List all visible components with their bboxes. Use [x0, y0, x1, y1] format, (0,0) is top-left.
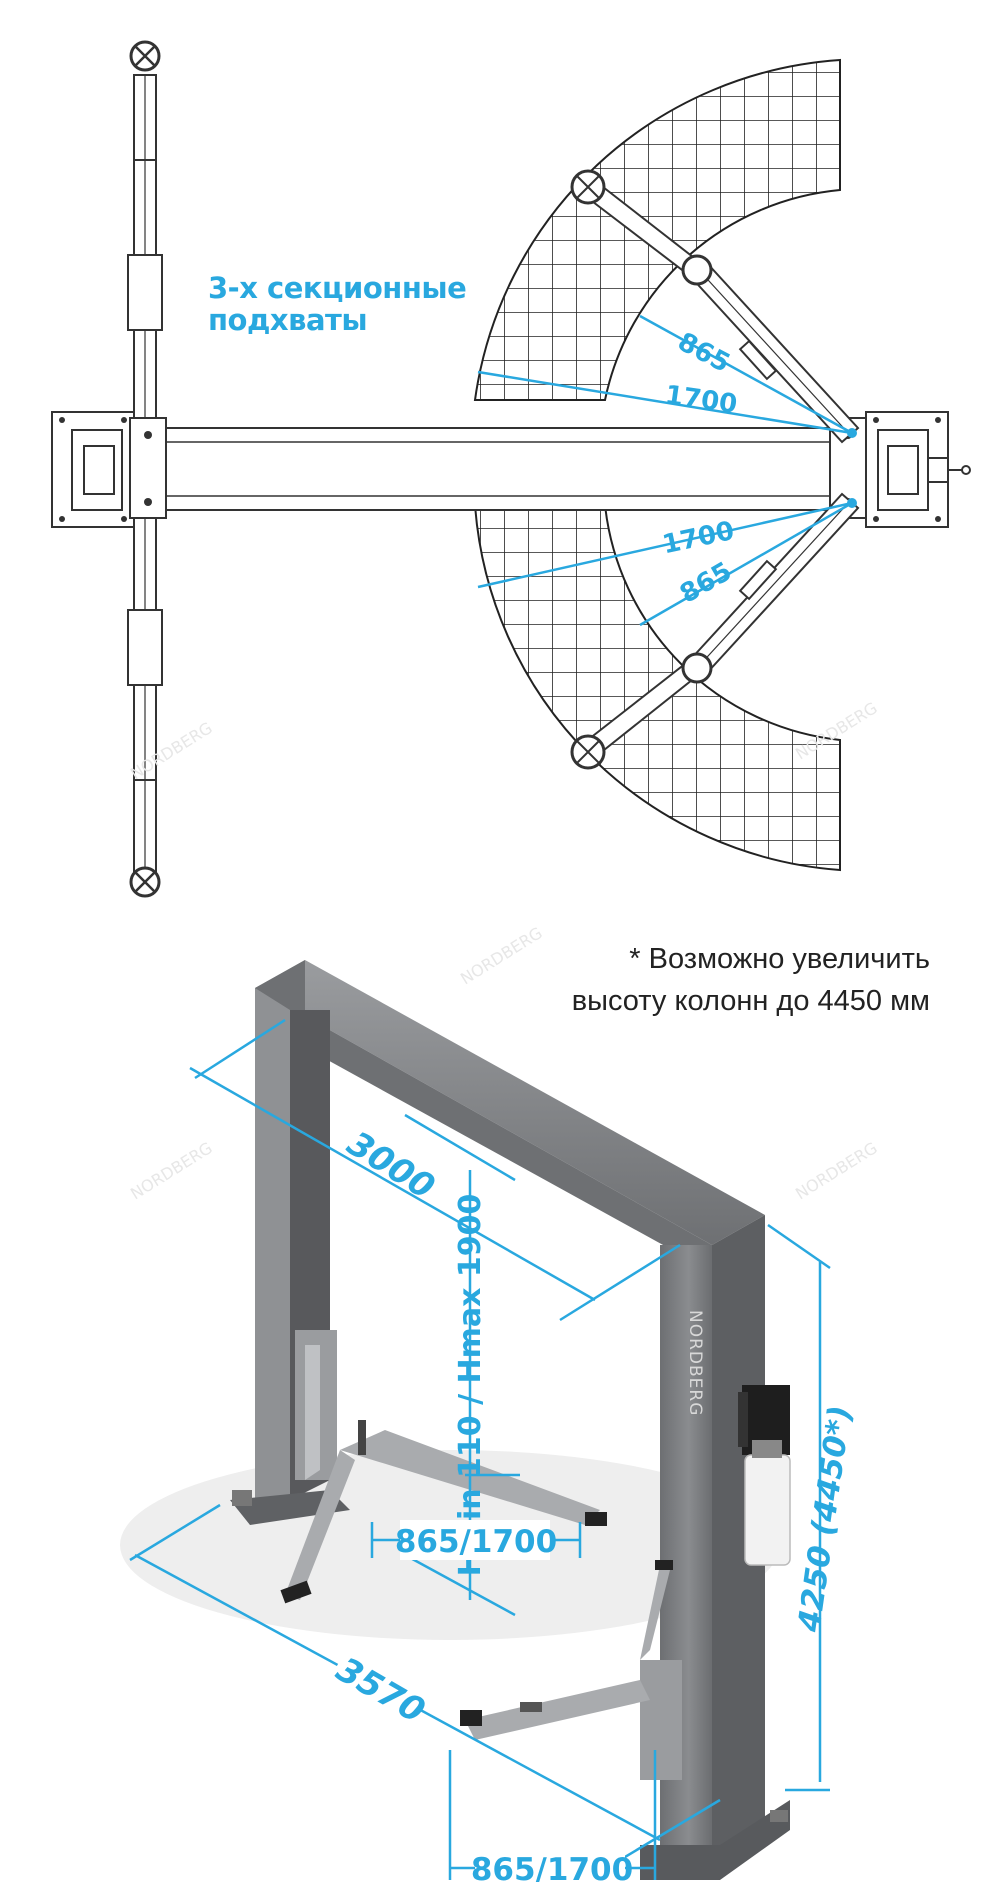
perspective-view-diagram: NORDBERG — [120, 943, 930, 1882]
arm-pad-top-left — [129, 40, 161, 72]
watermark-5: NORDBERG — [792, 1138, 881, 1203]
column-height-note-line1: * Возможно увеличить — [629, 943, 930, 975]
dim-arm-long-top: 1700 — [663, 380, 739, 420]
top-view-diagram: 865 1700 1700 865 3-х секционные подхват… — [51, 40, 971, 898]
watermark-4: NORDBERG — [127, 1138, 216, 1203]
dim-arm-short-bottom: 865 — [675, 557, 737, 610]
dim-arm-short-top: 865 — [673, 327, 735, 379]
arm-sections-label-line1: 3-х секционные — [208, 271, 466, 305]
overhead-beam — [255, 960, 765, 1272]
dim-arm-reach-bottom: 865/1700 — [471, 1852, 633, 1882]
dim-overall-width: 3570 — [330, 1649, 432, 1731]
swing-arm-upper-joint — [681, 254, 713, 286]
left-carriage — [129, 417, 167, 519]
dim-lift-height: Hmin 110 / Hmax 1900 — [453, 1194, 488, 1577]
arm-sections-label-line2: подхваты — [208, 303, 367, 337]
swing-arm-lower-pad — [570, 734, 606, 770]
dim-total-height: 4250 (4450*) — [791, 1403, 859, 1635]
arm-pad-bottom-left — [129, 866, 161, 898]
column-height-note-line2: высоту колонн до 4450 мм — [572, 985, 930, 1017]
watermark-3: NORDBERG — [457, 923, 546, 988]
dim-arm-reach-front: 865/1700 — [395, 1524, 557, 1560]
swing-arm-lower-joint — [681, 652, 713, 684]
swing-arm-upper — [578, 178, 860, 444]
dim-width-inner: 3000 — [340, 1124, 441, 1208]
swing-arm-upper-pad — [570, 169, 606, 205]
pivot-marker-lower — [847, 498, 857, 508]
right-lift-arms — [460, 1560, 682, 1780]
left-column-base — [51, 411, 135, 528]
column-brand-text: NORDBERG — [685, 1310, 705, 1416]
pivot-marker-upper — [847, 428, 857, 438]
top-dimension-lines — [477, 314, 853, 627]
right-column-base — [865, 411, 971, 528]
overhead-crossbeam — [165, 427, 847, 511]
left-lift-arms — [280, 1330, 607, 1604]
dim-arm-long-bottom: 1700 — [660, 516, 737, 560]
hydraulic-power-unit — [738, 1385, 791, 1566]
